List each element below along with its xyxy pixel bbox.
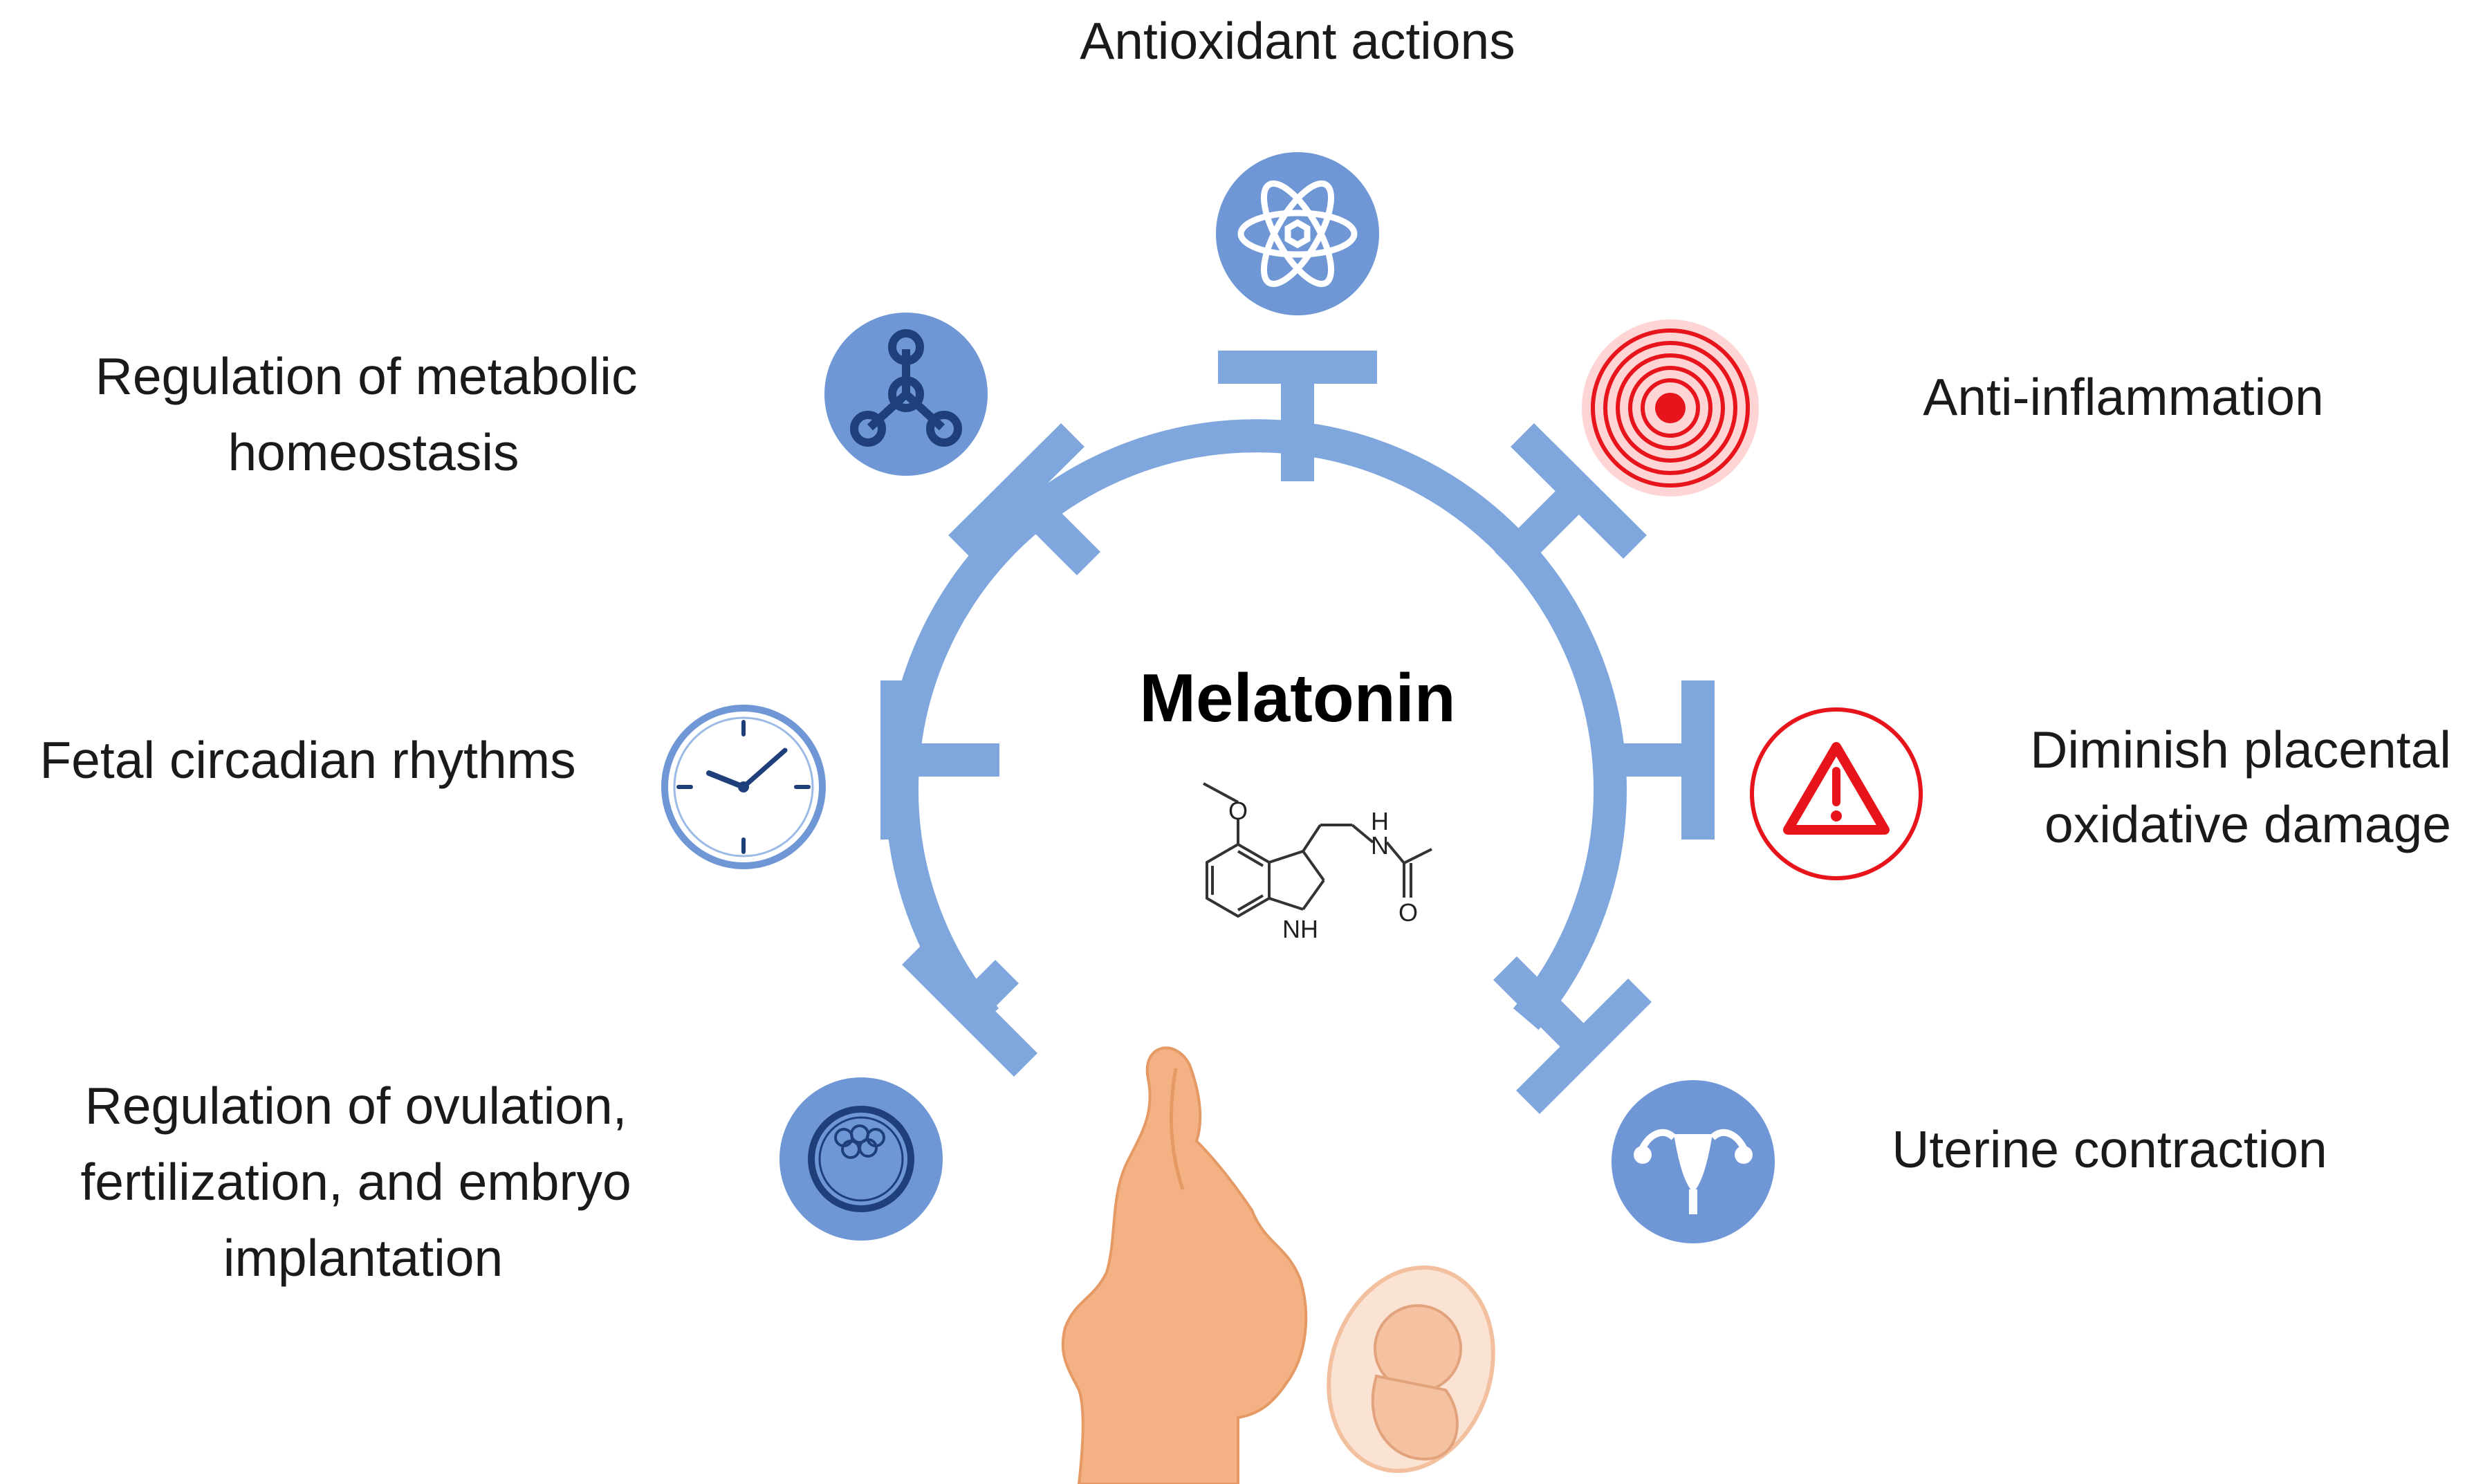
- center-title: Melatonin: [1139, 660, 1455, 736]
- label-anti-inflammation: Anti-inflammation: [1923, 368, 2323, 426]
- pregnant-woman-illustration: [1061, 1046, 1308, 1484]
- molecule-nh-ring: NH: [1282, 915, 1318, 943]
- target-icon: [1582, 319, 1759, 497]
- network-icon: [824, 313, 988, 476]
- label-antioxidant: Antioxidant actions: [1080, 12, 1515, 70]
- molecule-n-chain: N: [1371, 831, 1389, 860]
- clock-icon: [661, 705, 826, 869]
- uterus-icon: [1612, 1080, 1775, 1243]
- melatonin-molecule: [1203, 782, 1432, 918]
- embryo-icon: [779, 1077, 943, 1241]
- atom-icon: [1216, 152, 1379, 315]
- label-circadian: Fetal circadian rhythms: [39, 731, 575, 789]
- molecule-o-bottom: O: [1399, 898, 1418, 927]
- label-metabolic: Regulation of metabolic homeostasis: [95, 347, 652, 481]
- molecule-o-top: O: [1228, 797, 1248, 825]
- label-ovulation: Regulation of ovulation, fertilization, …: [80, 1077, 645, 1287]
- ring-and-arms: [880, 351, 1715, 1114]
- warning-icon: [1750, 707, 1923, 880]
- fetus-illustration: [1327, 1265, 1495, 1474]
- label-uterine: Uterine contraction: [1892, 1120, 2327, 1178]
- label-placental: Diminish placental oxidative damage: [2030, 721, 2465, 853]
- molecule-h-chain: H: [1371, 807, 1389, 835]
